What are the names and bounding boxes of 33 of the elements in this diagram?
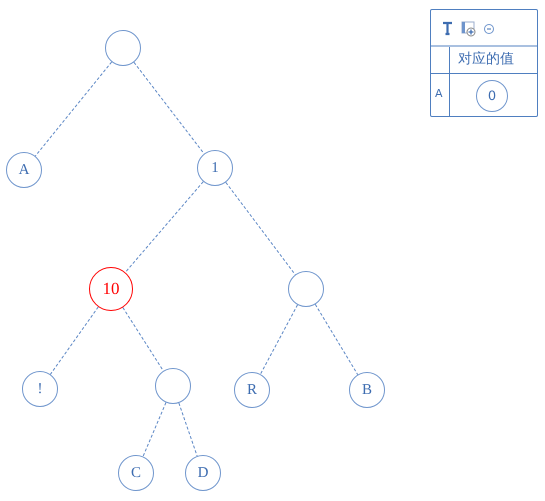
connector-line	[314, 304, 358, 376]
node-label: B	[362, 382, 372, 398]
tree-node	[349, 372, 385, 408]
tree-node	[185, 455, 221, 491]
node-label: R	[246, 382, 257, 398]
node-label: A	[18, 162, 30, 178]
tree-node	[197, 150, 233, 186]
node-label: C	[130, 464, 141, 482]
node-label: 1	[211, 160, 219, 176]
tree-node	[6, 152, 42, 188]
connector-line	[178, 402, 198, 456]
connector-line	[142, 402, 166, 457]
column-header: 对应的值	[458, 50, 514, 68]
node-label: D	[198, 464, 208, 482]
row-header: A	[435, 87, 443, 100]
connector-line	[260, 304, 298, 375]
connector-line	[133, 62, 205, 154]
empty-tree-node	[288, 271, 324, 307]
node-label: 10	[102, 279, 120, 299]
tree-node	[22, 371, 58, 407]
empty-tree-node	[105, 30, 141, 66]
node-label: !	[38, 380, 42, 398]
connector-line	[122, 307, 164, 372]
tree-node	[89, 267, 133, 311]
tree-node	[476, 80, 508, 112]
tree-node	[118, 455, 154, 491]
tree-node	[234, 372, 270, 408]
connector-line	[225, 182, 296, 276]
empty-tree-node	[155, 368, 191, 404]
connector-line	[124, 181, 204, 273]
node-label: 0	[488, 88, 496, 104]
connector-line	[34, 61, 112, 157]
connector-line	[50, 306, 99, 375]
